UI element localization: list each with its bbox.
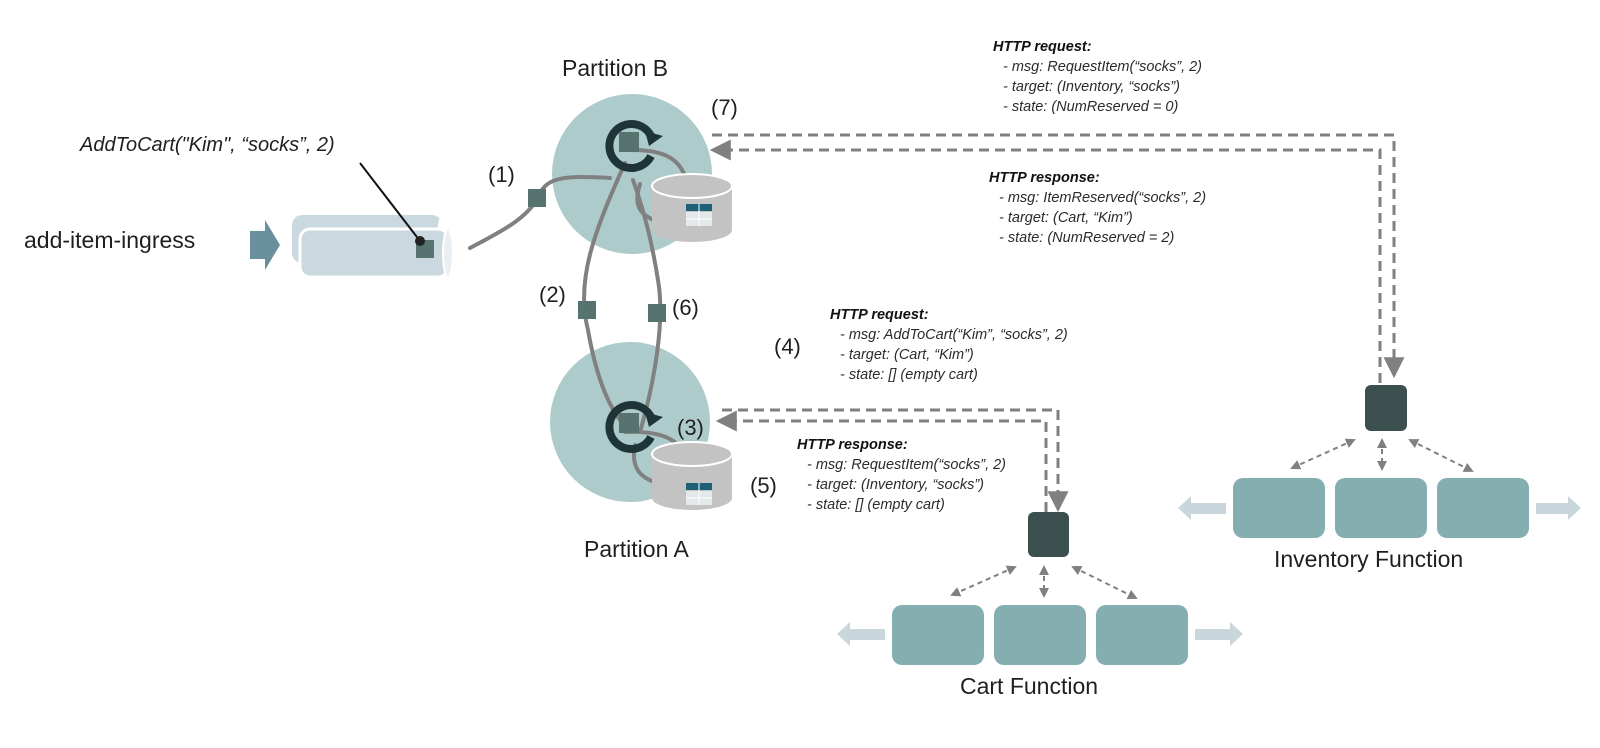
step-label-7: (7) bbox=[711, 95, 738, 120]
note-header: HTTP response: bbox=[989, 170, 1100, 186]
loop-icon-partition-b bbox=[605, 120, 663, 172]
state-database-icon-a bbox=[651, 441, 733, 510]
message-box-step-6 bbox=[648, 304, 666, 322]
step-label-5: (5) bbox=[750, 473, 777, 498]
http-arrows-cart bbox=[715, 408, 1069, 513]
cart-instance-1 bbox=[892, 605, 984, 665]
note-header: HTTP response: bbox=[797, 437, 908, 453]
note-header: HTTP request: bbox=[830, 307, 929, 323]
inventory-instance-1 bbox=[1233, 478, 1325, 538]
note-line: - msg: RequestItem(“socks”, 2) bbox=[807, 457, 1007, 473]
partition-a-label: Partition A bbox=[584, 536, 689, 562]
note-line: - msg: RequestItem(“socks”, 2) bbox=[1003, 59, 1203, 75]
note-line: - state: [] (empty cart) bbox=[807, 497, 945, 513]
step-label-6: (6) bbox=[672, 295, 699, 320]
state-database-icon-b bbox=[651, 173, 733, 242]
ingress-message-caption: AddToCart("Kim", “socks”, 2) bbox=[80, 134, 335, 156]
partition-b-label: Partition B bbox=[562, 55, 669, 81]
inventory-dispatcher bbox=[1365, 385, 1407, 431]
note-inventory-response: HTTP response: - msg: ItemReserved(“sock… bbox=[989, 168, 1206, 248]
http-response-arrow-cart bbox=[715, 410, 1048, 512]
loop-icon-partition-a bbox=[605, 401, 663, 453]
step-label-3: (3) bbox=[677, 415, 704, 440]
note-cart-request: HTTP request: - msg: AddToCart(“Kim”, “s… bbox=[830, 305, 1068, 385]
ingress-label: add-item-ingress bbox=[24, 227, 196, 253]
cart-instance-3 bbox=[1096, 605, 1188, 665]
scale-right-arrow-icon bbox=[1195, 622, 1243, 646]
inventory-instance-2 bbox=[1335, 478, 1427, 538]
http-request-arrow-inventory bbox=[712, 133, 1405, 379]
http-request-arrow-cart bbox=[722, 408, 1069, 513]
scale-right-arrow-icon bbox=[1536, 496, 1581, 520]
message-callout-line bbox=[359, 162, 421, 242]
cart-function-group bbox=[837, 512, 1243, 665]
cart-function-label: Cart Function bbox=[960, 673, 1099, 699]
cart-instance-2 bbox=[994, 605, 1086, 665]
note-cart-response: HTTP response: - msg: RequestItem(“socks… bbox=[797, 435, 1006, 515]
note-line: - target: (Inventory, “socks”) bbox=[807, 477, 984, 493]
edge-a-to-b bbox=[631, 178, 663, 434]
ingress-queue-icon bbox=[292, 215, 454, 279]
cart-dispatcher bbox=[1028, 512, 1069, 557]
scale-left-arrow-icon bbox=[1178, 496, 1226, 520]
note-inventory-request: HTTP request: - msg: RequestItem(“socks”… bbox=[993, 37, 1202, 117]
step-label-4: (4) bbox=[774, 334, 801, 359]
step-label-1: (1) bbox=[488, 162, 515, 187]
edge-b-to-a bbox=[581, 161, 627, 422]
note-line: - state: (NumReserved = 0) bbox=[1003, 99, 1179, 115]
note-line: - msg: ItemReserved(“socks”, 2) bbox=[999, 190, 1207, 206]
note-header: HTTP request: bbox=[993, 39, 1092, 55]
note-line: - target: (Cart, “Kim”) bbox=[999, 210, 1133, 226]
http-response-arrow-inventory bbox=[709, 139, 1382, 383]
message-box-step-2 bbox=[578, 301, 596, 319]
note-line: - target: (Cart, “Kim”) bbox=[840, 347, 974, 363]
message-callout-dot bbox=[415, 236, 425, 246]
note-line: - msg: AddToCart(“Kim”, “socks”, 2) bbox=[840, 327, 1068, 343]
note-line: - state: [] (empty cart) bbox=[840, 367, 978, 383]
edge-ingress-to-b bbox=[468, 196, 540, 250]
scale-left-arrow-icon bbox=[837, 622, 885, 646]
inventory-instance-3 bbox=[1437, 478, 1529, 538]
inventory-function-group bbox=[1178, 385, 1581, 538]
inventory-function-label: Inventory Function bbox=[1274, 546, 1464, 572]
message-box-step-1 bbox=[528, 189, 546, 207]
note-line: - state: (NumReserved = 2) bbox=[999, 230, 1175, 246]
ingress-arrow-icon bbox=[250, 220, 280, 270]
note-line: - target: (Inventory, “socks”) bbox=[1003, 79, 1180, 95]
step-label-2: (2) bbox=[539, 282, 566, 307]
http-arrows-inventory bbox=[709, 133, 1405, 383]
